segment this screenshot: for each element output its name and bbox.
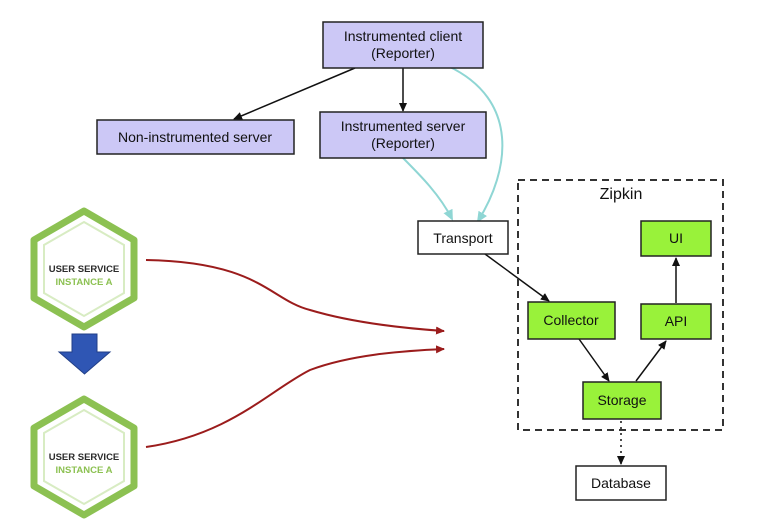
instrumented-client-sublabel: (Reporter) — [371, 45, 435, 61]
instrumented-client-label: Instrumented client — [344, 28, 462, 44]
node-transport: Transport — [417, 220, 509, 255]
node-instrumented-server: Instrumented server (Reporter) — [319, 111, 487, 159]
node-api: API — [640, 303, 712, 340]
node-storage: Storage — [582, 381, 662, 420]
instrumented-server-label: Instrumented server — [341, 118, 466, 134]
user-service-bottom-instance: INSTANCE A — [56, 465, 113, 476]
user-service-hexagon-bottom: USER SERVICE INSTANCE A — [30, 395, 138, 519]
user-service-top-instance: INSTANCE A — [56, 277, 113, 288]
edge-collector-to-storage — [578, 338, 610, 382]
zipkin-title: Zipkin — [600, 186, 643, 203]
user-service-top-label: USER SERVICE — [49, 264, 120, 275]
curve-service-bottom — [145, 345, 445, 448]
storage-label: Storage — [597, 392, 646, 408]
node-non-instrumented-server: Non-instrumented server — [96, 119, 295, 155]
down-arrow-icon — [57, 333, 112, 375]
edge-client-to-transport — [447, 65, 504, 223]
connectors — [145, 65, 680, 465]
transport-label: Transport — [433, 230, 493, 246]
curve-service-top — [145, 259, 445, 335]
edge-client-to-noninstrumented — [233, 67, 356, 120]
user-service-hexagon-top: USER SERVICE INSTANCE A — [30, 207, 138, 331]
edge-storage-to-api — [635, 340, 667, 382]
collector-label: Collector — [543, 312, 599, 328]
node-database: Database — [575, 465, 667, 501]
database-label: Database — [591, 475, 651, 491]
node-instrumented-client: Instrumented client (Reporter) — [322, 21, 484, 69]
api-label: API — [665, 313, 688, 329]
instrumented-server-sublabel: (Reporter) — [371, 135, 435, 151]
node-collector: Collector — [527, 301, 616, 340]
non-instrumented-server-label: Non-instrumented server — [118, 129, 272, 145]
edge-transport-to-collector — [484, 253, 550, 302]
edge-server-to-transport — [402, 157, 453, 221]
node-ui: UI — [640, 220, 712, 257]
zipkin-boundary: Zipkin — [517, 179, 724, 431]
ui-label: UI — [669, 230, 683, 246]
user-service-bottom-label: USER SERVICE — [49, 452, 120, 463]
